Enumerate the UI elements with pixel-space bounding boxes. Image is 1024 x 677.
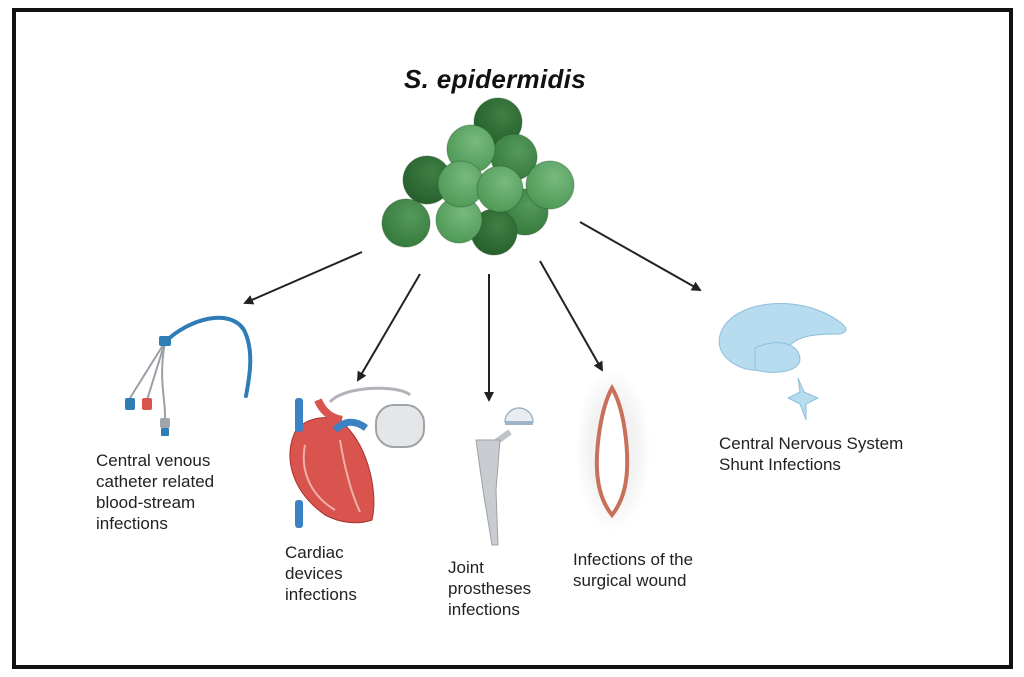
arrow-to-cns	[579, 221, 702, 291]
catheter-icon	[125, 315, 253, 436]
label-cns-shunt-infections: Central Nervous System Shunt Infections	[719, 434, 904, 474]
label-joint-infections: Joint prostheses infections	[448, 558, 532, 619]
label-cardiac-infections: Cardiac devices infections	[285, 543, 357, 604]
label-catheter-infections: Central venous catheter related blood-st…	[96, 451, 215, 533]
hip-prosthesis-icon	[475, 407, 534, 546]
diagram-title: S. epidermidis	[404, 64, 586, 94]
arrow-to-cardiac	[356, 273, 421, 382]
heart-pacemaker-icon	[289, 386, 425, 528]
arrow-to-catheter	[243, 251, 363, 305]
surgical-wound-icon	[575, 368, 651, 532]
label-wound-infections: Infections of the surgical wound	[573, 550, 694, 590]
brain-ventricle-icon	[718, 303, 847, 421]
arrow-to-wound	[539, 260, 603, 372]
bacteria-cluster-icon	[381, 97, 575, 256]
